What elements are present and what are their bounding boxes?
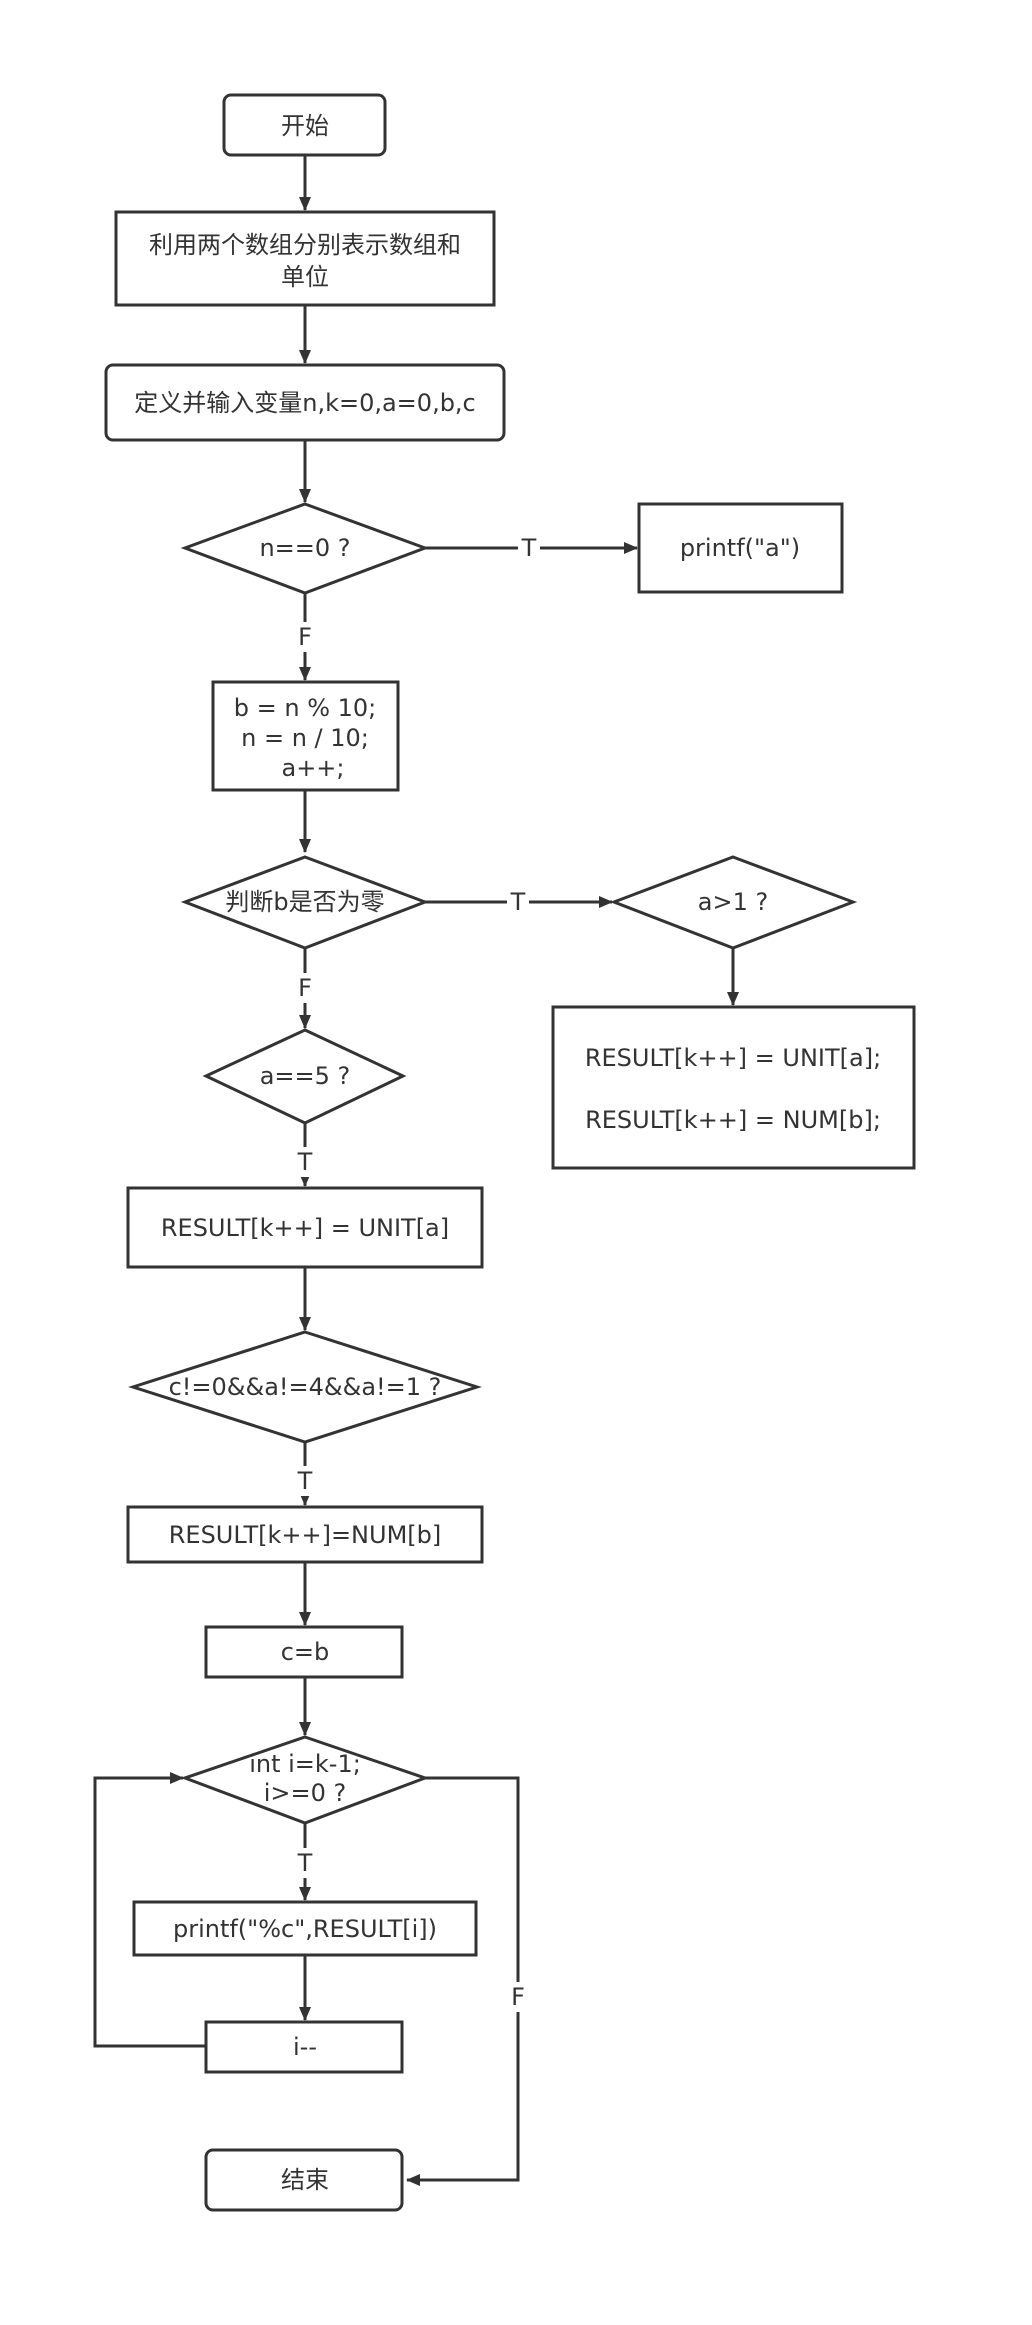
node-assign-c-text: c=b [281,1638,330,1666]
node-extract-digit: b = n % 10; n = n / 10; a++; [211,680,400,792]
decision-n-zero-text: n==0 ? [259,534,350,562]
node-unit-and-num-line-2: RESULT[k++] = NUM[b]; [585,1106,881,1134]
node-print-result-text: printf("%c",RESULT[i]) [173,1915,437,1943]
decision-a-eq-5: a==5 ? [202,1028,407,1125]
label-b-zero-false: F [298,974,312,1002]
node-define-vars: 定义并输入变量n,k=0,a=0,b,c [104,363,506,442]
edges [93,155,739,2186]
label-n-zero-true: T [521,534,537,562]
node-result-unit-text: RESULT[k++] = UNIT[a] [161,1214,449,1242]
decision-compound-text: c!=0&&a!=4&&a!=1 ? [169,1373,442,1401]
node-end: 结束 [204,2148,404,2212]
label-b-zero-true: T [510,888,526,916]
node-init-arrays: 利用两个数组分别表示数组和 单位 [114,210,496,307]
decision-n-zero: n==0 ? [180,502,430,595]
label-compound-true: T [297,1467,313,1495]
node-init-arrays-line-1: 利用两个数组分别表示数组和 [149,231,461,259]
node-extract-digit-line-2: n = n / 10; [241,724,369,752]
node-define-vars-text: 定义并输入变量n,k=0,a=0,b,c [134,389,476,417]
label-a5-true: T [297,1148,313,1176]
node-unit-and-num-line-1: RESULT[k++] = UNIT[a]; [585,1044,881,1072]
node-print-a-text: printf("a") [680,534,800,562]
node-unit-and-num: RESULT[k++] = UNIT[a]; RESULT[k++] = NUM… [551,1005,916,1170]
node-extract-digit-line-3: a++; [281,754,344,782]
node-decrement: i-- [204,2020,404,2074]
node-decrement-text: i-- [293,2033,317,2061]
decision-loop-line-2: i>=0 ? [264,1779,347,1807]
node-result-unit: RESULT[k++] = UNIT[a] [126,1186,484,1269]
label-n-zero-false: F [298,623,312,651]
node-extract-digit-line-1: b = n % 10; [234,694,377,722]
node-result-num: RESULT[k++]=NUM[b] [126,1505,484,1564]
decision-compound: c!=0&&a!=4&&a!=1 ? [128,1330,482,1444]
decision-loop-line-1: int i=k-1; [249,1750,361,1778]
node-start-text: 开始 [281,112,329,140]
node-print-result: printf("%c",RESULT[i]) [132,1900,478,1957]
decision-a-gt-1-text: a>1 ? [698,888,768,916]
decision-a-gt-1: a>1 ? [609,855,858,950]
decision-b-zero-text: 判断b是否为零 [225,888,384,916]
edge-decrement-back-to-loop [93,1772,205,2048]
node-result-num-text: RESULT[k++]=NUM[b] [169,1521,442,1549]
label-loop-true: T [297,1849,313,1877]
decision-a-eq-5-text: a==5 ? [260,1062,351,1090]
node-end-text: 结束 [281,2166,329,2194]
node-assign-c: c=b [204,1625,404,1679]
edge-labels: T F T F T T T F [294,533,540,2012]
edge-loop-false-to-end [406,1776,520,2186]
decision-loop: int i=k-1; i>=0 ? [180,1735,430,1825]
decision-b-zero: 判断b是否为零 [180,855,430,950]
node-init-arrays-line-2: 单位 [281,263,329,291]
label-loop-false: F [511,1983,525,2011]
node-start: 开始 [222,93,387,157]
node-print-a: printf("a") [637,502,844,594]
